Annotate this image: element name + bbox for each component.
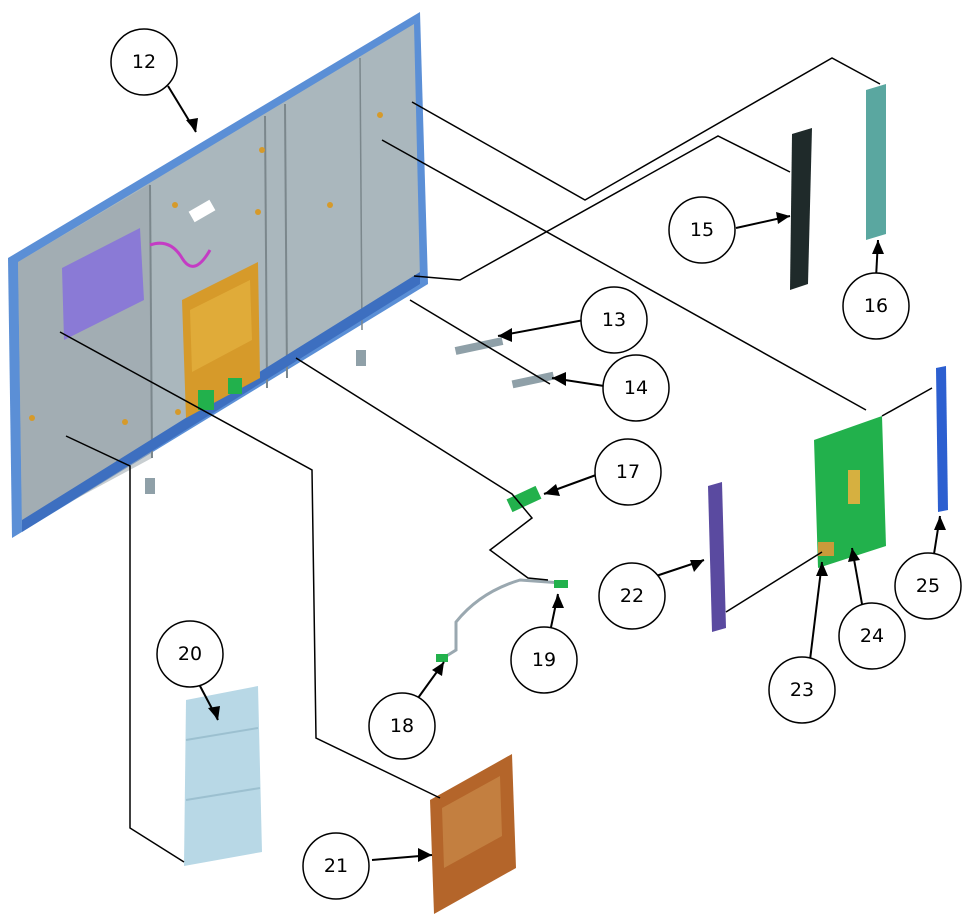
arrowhead-13 <box>498 328 512 342</box>
arrowhead-14 <box>552 372 566 386</box>
line-22 <box>725 551 823 613</box>
arrowhead-16 <box>872 240 884 254</box>
callout-15-circle <box>668 196 736 264</box>
line-17 <box>295 357 549 581</box>
part-19-connector <box>554 580 568 588</box>
panel-green-part <box>198 390 214 410</box>
part-17-ir-board <box>506 485 542 513</box>
callout-20-circle <box>156 620 224 688</box>
arrow-13 <box>497 319 585 337</box>
callout-16-label: 16 <box>864 295 888 317</box>
callout-20-label: 20 <box>178 643 202 665</box>
callout-12-label: 12 <box>132 51 156 73</box>
part-14-bracket <box>511 371 555 389</box>
callout-24-circle <box>838 602 906 670</box>
panel-rib <box>264 115 268 389</box>
arrowhead-18 <box>432 662 444 676</box>
callout-19-label: 19 <box>532 649 556 671</box>
speaker-black <box>790 128 812 290</box>
part-13-bracket <box>454 337 504 355</box>
callout-circles <box>110 28 962 900</box>
shield-fold <box>185 727 259 741</box>
panel-power-board-detail <box>190 280 252 372</box>
callout-25-circle <box>894 552 962 620</box>
speaker-teal <box>866 84 886 240</box>
callout-15-label: 15 <box>690 219 714 241</box>
callout-19-circle <box>510 626 578 694</box>
callout-22-circle <box>598 562 666 630</box>
shield-fold <box>185 787 261 801</box>
arrowhead-25 <box>934 516 946 530</box>
arrowhead-21 <box>418 848 432 862</box>
line-13-14 <box>409 299 551 385</box>
callout-24-label: 24 <box>860 625 884 647</box>
part-22-bar <box>708 482 726 632</box>
leader-lines <box>59 57 933 863</box>
part-23-chip <box>818 542 834 556</box>
callout-18-label: 18 <box>390 715 414 737</box>
callout-25-label: 25 <box>916 575 940 597</box>
callout-13-circle <box>580 286 648 354</box>
callout-13-label: 13 <box>602 309 626 331</box>
arrowhead-15 <box>776 212 790 224</box>
line-24 <box>381 139 867 411</box>
board-24-connector <box>848 470 860 504</box>
callout-18-circle <box>368 692 436 760</box>
line-25 <box>881 387 933 417</box>
panel-white-label <box>188 199 216 223</box>
callout-23-label: 23 <box>790 679 814 701</box>
part-18-connector <box>436 654 448 662</box>
arrowhead-12 <box>186 118 198 132</box>
panel-rib <box>359 57 363 331</box>
part-20-shield <box>184 686 262 866</box>
panel-cable <box>149 241 212 268</box>
line-15 <box>413 135 791 281</box>
callout-23-circle <box>768 656 836 724</box>
line-21 <box>59 331 441 799</box>
callout-17-circle <box>594 438 662 506</box>
callout-21-circle <box>302 832 370 900</box>
line-16 <box>411 57 881 201</box>
panel-screws <box>29 112 383 425</box>
callout-22-label: 22 <box>620 585 644 607</box>
callout-16-circle <box>842 272 910 340</box>
panel-green-part <box>228 378 242 394</box>
callout-21-label: 21 <box>324 855 348 877</box>
line-20 <box>65 435 185 863</box>
callout-12-circle <box>110 28 178 96</box>
panel-bottom-rail <box>22 272 420 532</box>
panel-purple-board <box>62 228 144 340</box>
arrowheads <box>186 118 946 862</box>
main-board-detail <box>442 776 502 868</box>
tv-panel-assembly <box>8 12 428 538</box>
arrowhead-20 <box>208 706 220 720</box>
arrowhead-17 <box>544 484 560 496</box>
arrowhead-22 <box>690 560 704 572</box>
callout-17-label: 17 <box>616 461 640 483</box>
part-25-bar <box>936 366 948 512</box>
panel-stand-stub <box>356 350 366 366</box>
arrowhead-23 <box>816 562 828 576</box>
panel-rib <box>284 103 288 379</box>
arrowhead-19 <box>552 594 564 608</box>
panel-rib <box>149 184 153 459</box>
cable-18-19 <box>439 578 563 662</box>
panel-stand-stub <box>145 478 155 494</box>
callout-14-label: 14 <box>624 377 648 399</box>
arrowhead-24 <box>848 548 860 562</box>
callout-14-circle <box>602 354 670 422</box>
arrow-23 <box>809 561 823 661</box>
